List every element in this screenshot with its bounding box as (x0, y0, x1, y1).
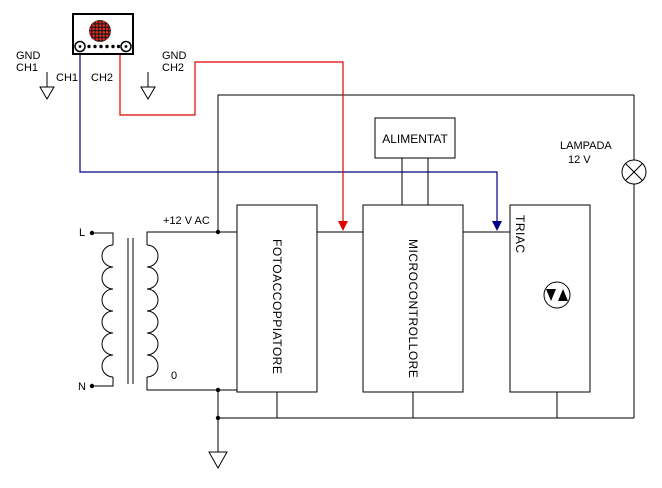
oscilloscope-icon (72, 13, 134, 55)
ch1-probe-path (79, 52, 498, 221)
microcontrollore-box (362, 204, 464, 393)
gnd-ch1-label-line1: GND (16, 50, 41, 62)
ch1-label: CH1 (56, 72, 78, 84)
triac-label: TRIAC (513, 215, 527, 254)
neutral-terminal-label: N (78, 381, 86, 393)
transformer-core (127, 238, 134, 384)
secondary-0-label: 0 (171, 370, 177, 382)
ch1-probe-wire (79, 52, 502, 231)
ch2-probe-arrow-icon (338, 221, 348, 231)
ground-symbol-ch2-icon (140, 86, 156, 100)
gnd-ch2-label-line2: CH2 (162, 62, 184, 74)
primary-bottom-lead (92, 377, 114, 387)
fotoaccoppiatore-label: FOTOACCOPPIATORE (270, 239, 284, 374)
secondary-bottom-wire (146, 377, 237, 391)
secondary-coil (146, 244, 159, 378)
live-terminal-label: L (79, 227, 85, 239)
ground-symbol-main-icon (208, 451, 228, 470)
ch2-label: CH2 (91, 72, 113, 84)
alimentatore-box (374, 117, 456, 159)
oscilloscope-screen (89, 20, 111, 42)
bnc-ch1-pin (78, 45, 82, 48)
bnc-ch2-pin (124, 45, 128, 48)
lampada-label-line2: 12 V (568, 154, 591, 166)
junction-dots (89, 229, 221, 421)
ch2-probe-path (119, 54, 344, 221)
primary-coil (101, 244, 114, 378)
alimentatore-label: ALIMENTAT (382, 132, 448, 146)
secondary-top-wire (146, 231, 237, 245)
microcontrollore-label: MICROCONTROLLORE (406, 239, 420, 378)
top-bus-wire (217, 94, 634, 232)
primary-top-lead (92, 232, 114, 245)
ground-symbol-ch1-icon (39, 86, 55, 100)
triac-symbol-icon (543, 281, 571, 309)
fotoaccoppiatore-box (236, 204, 318, 393)
mains-wires (46, 72, 635, 452)
lampada-label-line1: LAMPADA (560, 140, 612, 152)
secondary-12v-label: +12 V AC (163, 215, 210, 227)
ch2-probe-wire (119, 54, 348, 231)
lamp-symbol-icon (621, 159, 647, 185)
ch1-probe-arrow-icon (492, 221, 502, 231)
oscilloscope-connector-dots (87, 44, 121, 49)
transformer-symbol (101, 238, 159, 384)
gnd-ch2-label-line1: GND (162, 50, 187, 62)
gnd-ch1-label-line2: CH1 (16, 62, 38, 74)
